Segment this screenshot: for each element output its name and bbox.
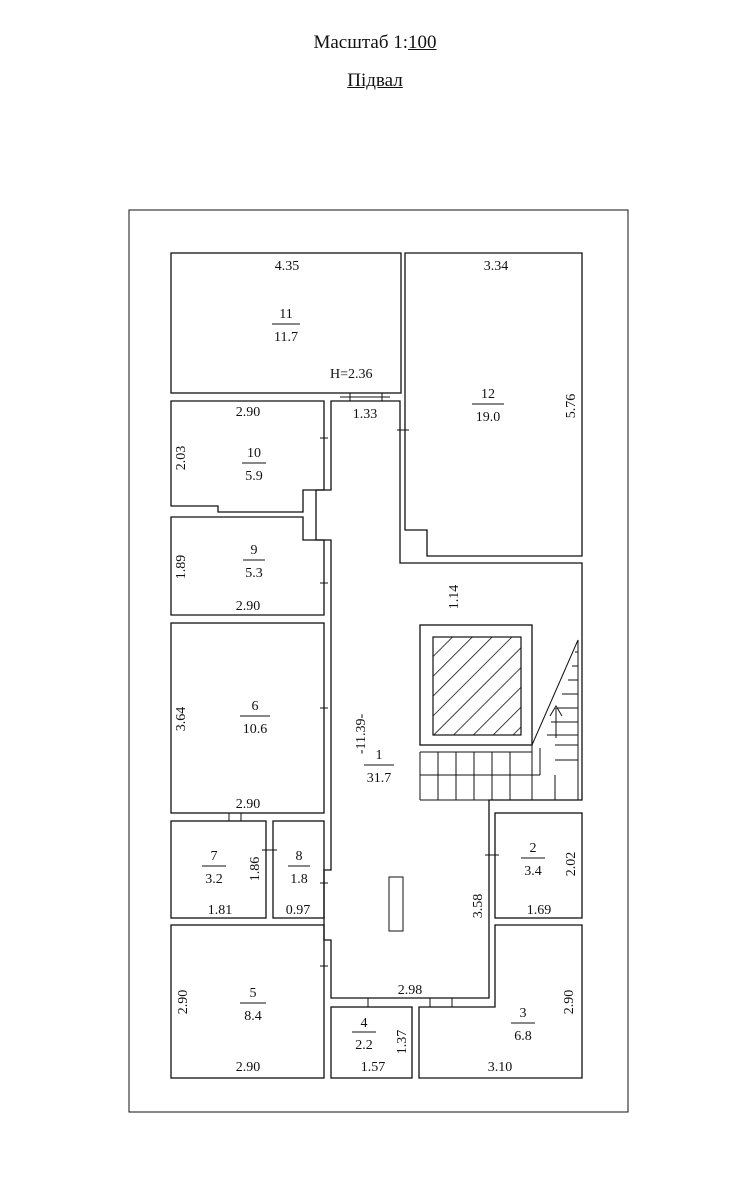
dim-r10-height: 2.03 — [174, 446, 189, 471]
svg-text:10: 10 — [247, 446, 261, 461]
room-6-outline — [170, 622, 325, 814]
room-2-label: 2 3.4 — [521, 841, 545, 879]
room-12-label: 12 19.0 — [472, 387, 504, 425]
scale-value: 100 — [408, 32, 437, 53]
door-marks — [228, 393, 499, 1007]
svg-text:5.3: 5.3 — [245, 566, 263, 581]
room-2-outline — [494, 812, 583, 919]
svg-text:3.2: 3.2 — [205, 872, 223, 887]
svg-text:31.7: 31.7 — [367, 771, 392, 786]
room-4-outline — [330, 1006, 413, 1079]
dim-stair-1-14: 1.14 — [447, 585, 462, 610]
stair-arrow-head — [549, 705, 563, 717]
dim-r2-width: 1.69 — [527, 903, 552, 918]
svg-text:11.7: 11.7 — [274, 330, 298, 345]
floor-title: Підвал — [347, 70, 403, 91]
svg-text:10.6: 10.6 — [243, 722, 268, 737]
dim-r8-width: 0.97 — [286, 903, 311, 918]
dim-corr-2-98: 2.98 — [398, 983, 423, 998]
scale-title: Масштаб 1:100 — [0, 32, 750, 54]
svg-text:1.8: 1.8 — [290, 872, 308, 887]
svg-text:9: 9 — [251, 543, 258, 558]
dim-r5-height: 2.90 — [176, 990, 191, 1015]
room-1-outline — [315, 400, 583, 999]
plan-frame — [128, 209, 629, 1113]
room-8-label: 8 1.8 — [288, 849, 310, 887]
scale-prefix: Масштаб 1: — [313, 32, 409, 53]
svg-text:8.4: 8.4 — [244, 1009, 262, 1024]
svg-text:3.4: 3.4 — [524, 864, 542, 879]
dim-r12-width: 3.34 — [484, 259, 509, 274]
room-5-label: 5 8.4 — [240, 986, 266, 1024]
room-1-label: 1 31.7 — [364, 748, 394, 786]
dim-corr-3-58: 3.58 — [471, 894, 486, 919]
room-3-outline — [418, 924, 583, 1079]
room-3-label: 3 6.8 — [511, 1006, 535, 1044]
room-9-label: 9 5.3 — [243, 543, 265, 581]
corridor-fixture — [388, 876, 404, 932]
svg-text:7: 7 — [211, 849, 218, 864]
room-7-outline — [170, 820, 267, 919]
dim-door-1-33: 1.33 — [353, 407, 378, 422]
dim-r7-height: 1.86 — [248, 857, 263, 882]
room-10-label: 10 5.9 — [242, 446, 266, 484]
corridor-height-label: H=2.36 — [330, 367, 373, 382]
svg-text:8: 8 — [296, 849, 303, 864]
svg-text:6.8: 6.8 — [514, 1029, 532, 1044]
room-11-label: 11 11.7 — [272, 307, 300, 345]
dim-r12-height: 5.76 — [564, 394, 579, 419]
stair-block — [419, 624, 533, 746]
svg-text:5.9: 5.9 — [245, 469, 263, 484]
hatched-shaft — [432, 636, 522, 736]
svg-text:2: 2 — [530, 841, 537, 856]
room-12-outline — [404, 252, 583, 557]
svg-text:3: 3 — [520, 1006, 527, 1021]
dim-r6-width: 2.90 — [236, 797, 261, 812]
room-11-outline — [170, 252, 402, 394]
dim-r4-width: 1.57 — [361, 1060, 386, 1075]
room-6-label: 6 10.6 — [240, 699, 270, 737]
dim-r4-height: 1.37 — [395, 1030, 410, 1055]
svg-text:5: 5 — [250, 986, 257, 1001]
dim-r11-width: 4.35 — [275, 259, 300, 274]
room-10-outline — [170, 400, 325, 513]
svg-text:11: 11 — [279, 307, 292, 322]
room-5-outline — [170, 924, 325, 1079]
dim-r7-width: 1.81 — [208, 903, 233, 918]
dim-r5-width: 2.90 — [236, 1060, 261, 1075]
svg-text:19.0: 19.0 — [476, 410, 501, 425]
dim-r10-width: 2.90 — [236, 405, 261, 420]
svg-text:1: 1 — [376, 748, 383, 763]
room-7-label: 7 3.2 — [202, 849, 226, 887]
svg-text:12: 12 — [481, 387, 495, 402]
svg-text:6: 6 — [252, 699, 259, 714]
dim-r9-height: 1.89 — [174, 555, 189, 580]
dim-r6-height: 3.64 — [174, 707, 189, 732]
stair-steps — [419, 639, 582, 801]
svg-text:4: 4 — [361, 1016, 368, 1031]
room-4-label: 4 2.2 — [352, 1016, 376, 1053]
dim-r9-width: 2.90 — [236, 599, 261, 614]
dim-r3-width: 3.10 — [488, 1060, 513, 1075]
dim-r2-height: 2.02 — [564, 852, 579, 877]
dim-r3-height: 2.90 — [562, 990, 577, 1015]
corridor-length-label: -11.39- — [354, 714, 369, 755]
svg-text:2.2: 2.2 — [355, 1038, 373, 1053]
